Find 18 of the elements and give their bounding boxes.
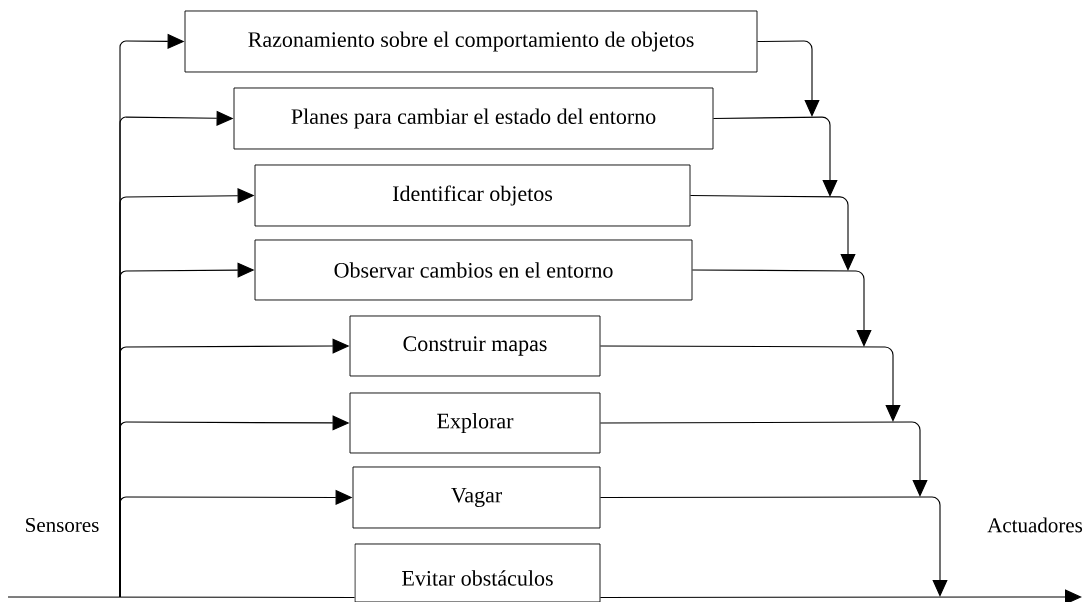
suppression-arrow bbox=[599, 421, 928, 497]
layer-box: Planes para cambiar el estado del entorno bbox=[233, 87, 714, 150]
side-label: Sensores bbox=[26, 517, 99, 533]
suppression-arrow bbox=[756, 40, 820, 117]
suppression-arrow bbox=[712, 116, 838, 197]
suppression-arrow bbox=[691, 269, 872, 347]
suppression-arrow bbox=[599, 496, 948, 597]
suppression-arrow bbox=[599, 345, 901, 422]
side-label: Actuadores bbox=[987, 517, 1083, 533]
layer-box: Observar cambios en el entorno bbox=[254, 239, 693, 301]
suppression-arrow bbox=[689, 194, 856, 271]
layer-box: Explorar bbox=[349, 392, 601, 454]
layer-box: Evitar obstáculos bbox=[354, 543, 601, 602]
layer-box: Construir mapas bbox=[349, 315, 601, 377]
layer-box: Vagar bbox=[352, 466, 601, 529]
layer-box: Identificar objetos bbox=[254, 164, 691, 227]
layer-box: Razonamiento sobre el comportamiento de objetos bbox=[184, 10, 758, 73]
output-arrow bbox=[599, 589, 1082, 602]
